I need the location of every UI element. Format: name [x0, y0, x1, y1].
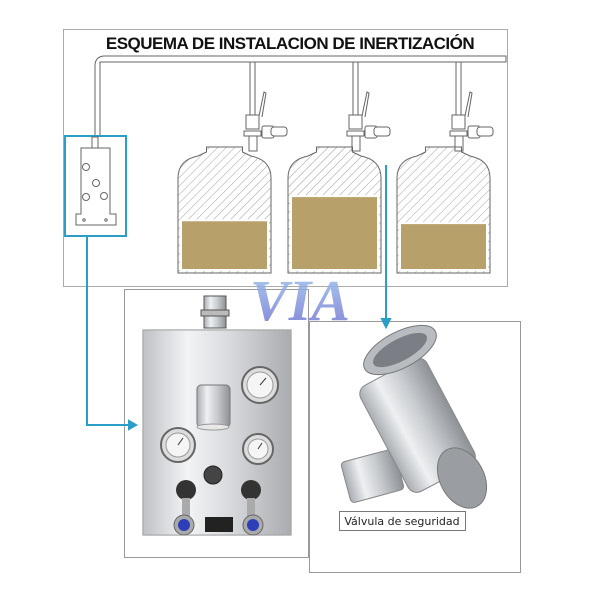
safety-valve-label: Válvula de seguridad — [344, 515, 459, 528]
handwheel-valve-icon — [241, 480, 264, 536]
safety-valve-photo — [340, 324, 488, 509]
valve-icon — [243, 91, 288, 152]
pipe-drops — [249, 62, 462, 115]
pressure-gauge-icon — [242, 433, 274, 465]
valve-icon — [346, 91, 391, 152]
pressure-gauge-icon — [160, 427, 196, 463]
control-panel-photo — [142, 295, 292, 536]
connector-arrow-safety-valve — [380, 165, 392, 330]
connector-arrow-control-panel — [86, 236, 139, 431]
tank-liquid-level — [180, 219, 269, 271]
schematic-title: ESQUEMA DE INSTALACION DE INERTIZACIÓN — [106, 34, 474, 53]
via-watermark: VIA — [250, 268, 350, 333]
tank-1 — [177, 146, 272, 274]
tanks — [177, 146, 491, 274]
control-panel-sketch — [75, 136, 117, 226]
safety-valve-label-box — [339, 511, 466, 531]
nameplate — [205, 517, 233, 532]
tank-valves — [243, 91, 494, 152]
handwheel-valve-icon — [173, 480, 196, 536]
tank-3 — [396, 146, 491, 274]
gas-pipe — [94, 55, 507, 137]
control-panel-highlight — [64, 135, 127, 237]
tank-liquid-level — [399, 222, 488, 271]
filter-cylinder — [196, 384, 231, 431]
pressure-gauge-icon — [241, 366, 279, 404]
valve-icon — [449, 91, 494, 152]
regulator-knob-icon — [203, 465, 223, 485]
tank-liquid-level — [290, 195, 379, 271]
tank-2 — [287, 146, 382, 274]
